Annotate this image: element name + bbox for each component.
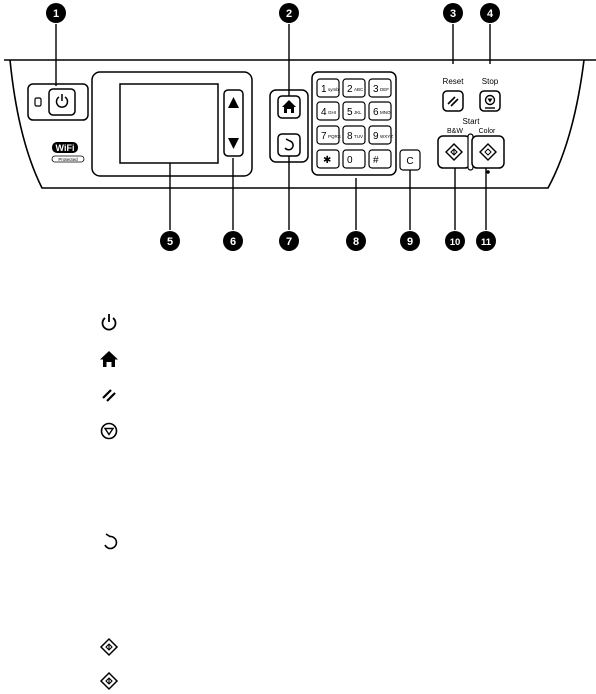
svg-text:GHI: GHI bbox=[328, 110, 336, 115]
reset-icon bbox=[102, 389, 116, 402]
start-color-icon bbox=[479, 143, 497, 161]
svg-text:8: 8 bbox=[347, 131, 353, 142]
svg-text:#: # bbox=[373, 155, 379, 166]
keypad-labels: 1 symb 2 ABC 3 DEF 4 GHI 5 JKL 6 MNO 7 P… bbox=[321, 84, 393, 166]
clear-button[interactable]: C bbox=[399, 149, 421, 171]
color-label: Color bbox=[479, 128, 496, 135]
key-0[interactable] bbox=[342, 149, 366, 169]
svg-text:JKL: JKL bbox=[354, 110, 362, 115]
home-back-frame bbox=[269, 89, 309, 163]
svg-text:PQRS: PQRS bbox=[328, 134, 341, 139]
reset-label: Reset bbox=[443, 77, 465, 86]
panel-outline bbox=[4, 59, 596, 189]
svg-text:7: 7 bbox=[286, 236, 292, 248]
start-bw-icon bbox=[445, 143, 463, 161]
key-5[interactable] bbox=[342, 101, 366, 121]
svg-text:C: C bbox=[406, 156, 413, 167]
key-8[interactable] bbox=[342, 125, 366, 145]
key-star[interactable] bbox=[316, 149, 340, 169]
svg-text:3: 3 bbox=[373, 84, 379, 95]
svg-text:DEF: DEF bbox=[380, 87, 389, 92]
svg-text:MNO: MNO bbox=[380, 110, 391, 115]
svg-text:✱: ✱ bbox=[323, 155, 331, 166]
key-6[interactable] bbox=[368, 101, 392, 121]
up-arrow-icon bbox=[228, 97, 239, 108]
stop-button[interactable] bbox=[479, 90, 501, 112]
reset-icon bbox=[447, 96, 456, 105]
svg-text:1: 1 bbox=[53, 8, 59, 20]
wifi-logo: WiFi Protected bbox=[51, 142, 85, 163]
svg-text:TUV: TUV bbox=[354, 134, 363, 139]
lcd-frame bbox=[91, 71, 253, 177]
svg-text:2: 2 bbox=[347, 84, 353, 95]
control-panel-diagram: WiFi Protected 1 symb 2 bbox=[4, 3, 596, 251]
keypad-frame bbox=[311, 71, 397, 176]
back-icon bbox=[104, 533, 118, 550]
svg-text:WiFi: WiFi bbox=[56, 143, 75, 153]
svg-text:6: 6 bbox=[230, 236, 236, 248]
stop-icon bbox=[484, 94, 496, 106]
svg-text:3: 3 bbox=[450, 8, 456, 20]
back-icon bbox=[284, 138, 294, 151]
key-2[interactable] bbox=[342, 78, 366, 98]
svg-text:1: 1 bbox=[321, 84, 327, 95]
back-button[interactable] bbox=[277, 133, 301, 157]
keypad bbox=[316, 78, 392, 169]
callouts: 1 2 3 4 5 6 7 8 9 10 11 bbox=[46, 3, 500, 251]
power-button[interactable] bbox=[48, 88, 76, 116]
reset-button[interactable] bbox=[442, 90, 464, 112]
svg-text:7: 7 bbox=[321, 131, 327, 142]
key-3[interactable] bbox=[368, 78, 392, 98]
key-1[interactable] bbox=[316, 78, 340, 98]
svg-text:4: 4 bbox=[321, 107, 327, 118]
svg-text:5: 5 bbox=[347, 107, 353, 118]
stop-icon bbox=[100, 422, 118, 440]
svg-text:Protected: Protected bbox=[58, 157, 78, 162]
svg-text:9: 9 bbox=[373, 131, 379, 142]
power-icon bbox=[101, 314, 117, 331]
power-light bbox=[34, 97, 42, 107]
lcd-screen bbox=[119, 83, 219, 164]
svg-text:0: 0 bbox=[347, 155, 353, 166]
svg-text:8: 8 bbox=[353, 236, 359, 248]
key-7[interactable] bbox=[316, 125, 340, 145]
power-button-frame bbox=[27, 83, 89, 121]
down-arrow-icon bbox=[228, 138, 239, 149]
home-icon bbox=[282, 100, 296, 113]
key-9[interactable] bbox=[368, 125, 392, 145]
svg-text:10: 10 bbox=[450, 237, 461, 248]
svg-text:ABC: ABC bbox=[354, 87, 364, 92]
power-icon bbox=[55, 96, 69, 108]
key-hash[interactable] bbox=[368, 149, 392, 169]
leader-lines bbox=[55, 24, 491, 230]
svg-text:6: 6 bbox=[373, 107, 379, 118]
home-button[interactable] bbox=[277, 95, 301, 119]
start-label: Start bbox=[463, 117, 481, 126]
svg-text:11: 11 bbox=[481, 237, 492, 248]
svg-text:2: 2 bbox=[286, 8, 292, 20]
start-color-button[interactable] bbox=[471, 135, 505, 174]
stop-label: Stop bbox=[482, 77, 499, 86]
svg-text:5: 5 bbox=[167, 236, 173, 248]
start-bw-icon bbox=[99, 637, 119, 657]
bw-label: B&W bbox=[447, 128, 463, 135]
svg-text:9: 9 bbox=[407, 236, 413, 248]
start-bw-button[interactable] bbox=[437, 135, 471, 169]
svg-text:WXYZ: WXYZ bbox=[380, 134, 393, 139]
start-color-icon bbox=[99, 671, 119, 691]
home-icon bbox=[100, 351, 118, 367]
svg-text:4: 4 bbox=[487, 8, 494, 20]
svg-text:symb: symb bbox=[328, 87, 339, 92]
key-4[interactable] bbox=[316, 101, 340, 121]
scroll-buttons[interactable] bbox=[223, 89, 244, 157]
